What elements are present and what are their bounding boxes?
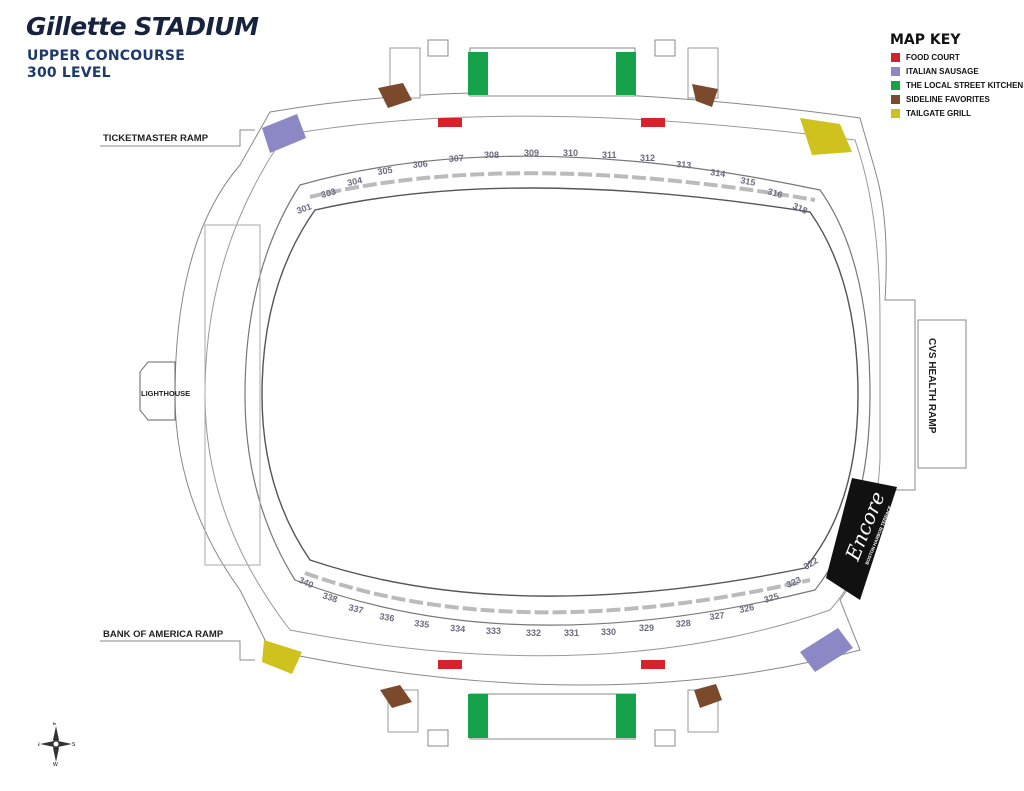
food-court-sw[interactable] — [438, 660, 462, 669]
local-street-kitchen-sw[interactable] — [468, 694, 488, 738]
tailgate-grill-sw[interactable] — [262, 640, 302, 674]
italian-sausage-se[interactable] — [800, 628, 853, 672]
sideline-favorites-se[interactable] — [694, 684, 722, 708]
ticketmaster-ramp-label: TICKETMASTER RAMP — [103, 133, 209, 144]
cvs-health-ramp-label: CVS HEALTH RAMP — [926, 338, 937, 434]
seat-rows-bottom — [304, 571, 811, 615]
section-label: 337 — [348, 602, 365, 615]
cvs-ramp-structure — [917, 319, 967, 469]
section-label: 303 — [320, 186, 337, 200]
food-court-ne[interactable] — [641, 118, 665, 127]
section-label: 306 — [412, 158, 428, 170]
tailgate-grill-ne[interactable] — [800, 118, 852, 155]
section-label: 333 — [486, 626, 501, 636]
ne-stair — [654, 39, 676, 57]
section-label: 314 — [710, 167, 726, 179]
compass-n: N — [38, 742, 40, 748]
lighthouse-structure — [139, 361, 176, 421]
south-end-structure — [469, 693, 636, 740]
section-label: 331 — [564, 628, 579, 638]
food-court-swatch — [891, 53, 900, 62]
section-label: 307 — [448, 153, 464, 164]
sideline-favorites-sw[interactable] — [380, 685, 412, 708]
section-label: 310 — [563, 148, 578, 158]
bank-of-america-ramp-label: BANK OF AMERICA RAMP — [103, 629, 224, 640]
seating-bowl-outer — [244, 155, 871, 626]
concourse-title: UPPER CONCOURSE — [27, 48, 185, 64]
local-street-kitchen-se[interactable] — [616, 694, 636, 738]
italian-sausage-swatch — [891, 67, 900, 76]
section-label: 305 — [377, 165, 393, 177]
section-label: 334 — [450, 623, 466, 634]
map-key-item-local-street-kitchen: THE LOCAL STREET KITCHEN — [891, 81, 1023, 90]
section-label: 312 — [640, 153, 655, 163]
section-labels-top: 301 303 304 305 306 307 308 309 310 311 … — [295, 148, 809, 216]
map-key-label: THE LOCAL STREET KITCHEN — [906, 81, 1024, 90]
west-concourse-block — [204, 224, 261, 566]
section-label: 313 — [676, 159, 692, 170]
map-key-item-food-court: FOOD COURT — [891, 53, 960, 62]
section-label: 308 — [484, 150, 499, 160]
encore-terrace[interactable] — [826, 478, 897, 600]
food-court-nw[interactable] — [438, 118, 462, 127]
italian-sausage-nw[interactable] — [262, 114, 306, 153]
section-label: 304 — [346, 175, 363, 188]
level-title: 300 LEVEL — [27, 65, 111, 81]
map-key-item-sideline-favorites: SIDELINE FAVORITES — [891, 95, 990, 104]
section-label: 328 — [675, 618, 691, 629]
section-label: 309 — [524, 148, 539, 158]
local-street-kitchen-nw[interactable] — [468, 52, 488, 95]
playing-field-edge — [261, 187, 859, 597]
section-label: 301 — [295, 201, 313, 216]
map-key-title: MAP KEY — [890, 32, 961, 48]
section-label: 326 — [738, 602, 755, 615]
local-street-kitchen-swatch — [891, 81, 900, 90]
sideline-favorites-nw[interactable] — [378, 83, 412, 108]
ticketmaster-ramp-line — [100, 129, 255, 147]
section-label: 336 — [379, 611, 396, 623]
section-label: 338 — [321, 590, 338, 604]
se-stair — [654, 729, 676, 747]
section-label: 325 — [763, 591, 780, 605]
local-street-kitchen-ne[interactable] — [616, 52, 636, 95]
section-label: 316 — [766, 186, 783, 200]
lighthouse-label: LIGHTHOUSE — [141, 389, 190, 398]
map-key-item-tailgate-grill: TAILGATE GRILL — [891, 109, 971, 118]
section-labels-bottom: 340 338 337 336 335 334 333 332 331 330 … — [297, 555, 820, 638]
compass-s: S — [72, 742, 76, 748]
map-key-label: ITALIAN SAUSAGE — [906, 67, 979, 76]
section-label: 330 — [601, 627, 616, 637]
brand-logo: Gillette STADIUM — [26, 12, 259, 41]
sideline-favorites-swatch — [891, 95, 900, 104]
sw-stair — [427, 729, 449, 747]
seat-rows-top — [309, 171, 816, 202]
compass-e: E — [53, 722, 57, 727]
section-label: 311 — [602, 150, 617, 160]
map-key-label: SIDELINE FAVORITES — [906, 95, 990, 104]
section-label: 327 — [709, 610, 725, 622]
section-label: 335 — [414, 618, 430, 630]
map-key-label: TAILGATE GRILL — [906, 109, 972, 118]
compass-w: W — [53, 762, 58, 766]
map-key-label: FOOD COURT — [906, 53, 960, 62]
section-label: 329 — [639, 623, 654, 633]
map-key-item-italian-sausage: ITALIAN SAUSAGE — [891, 67, 979, 76]
compass-rose-icon: E W N S — [38, 722, 76, 766]
section-label: 315 — [740, 175, 757, 188]
north-end-structure — [469, 47, 636, 97]
tailgate-grill-swatch — [891, 109, 900, 118]
section-label: 332 — [526, 628, 541, 638]
food-court-se[interactable] — [641, 660, 665, 669]
bank-of-america-ramp-line — [100, 640, 255, 661]
sideline-favorites-ne[interactable] — [692, 84, 718, 107]
nw-stair — [427, 39, 449, 57]
